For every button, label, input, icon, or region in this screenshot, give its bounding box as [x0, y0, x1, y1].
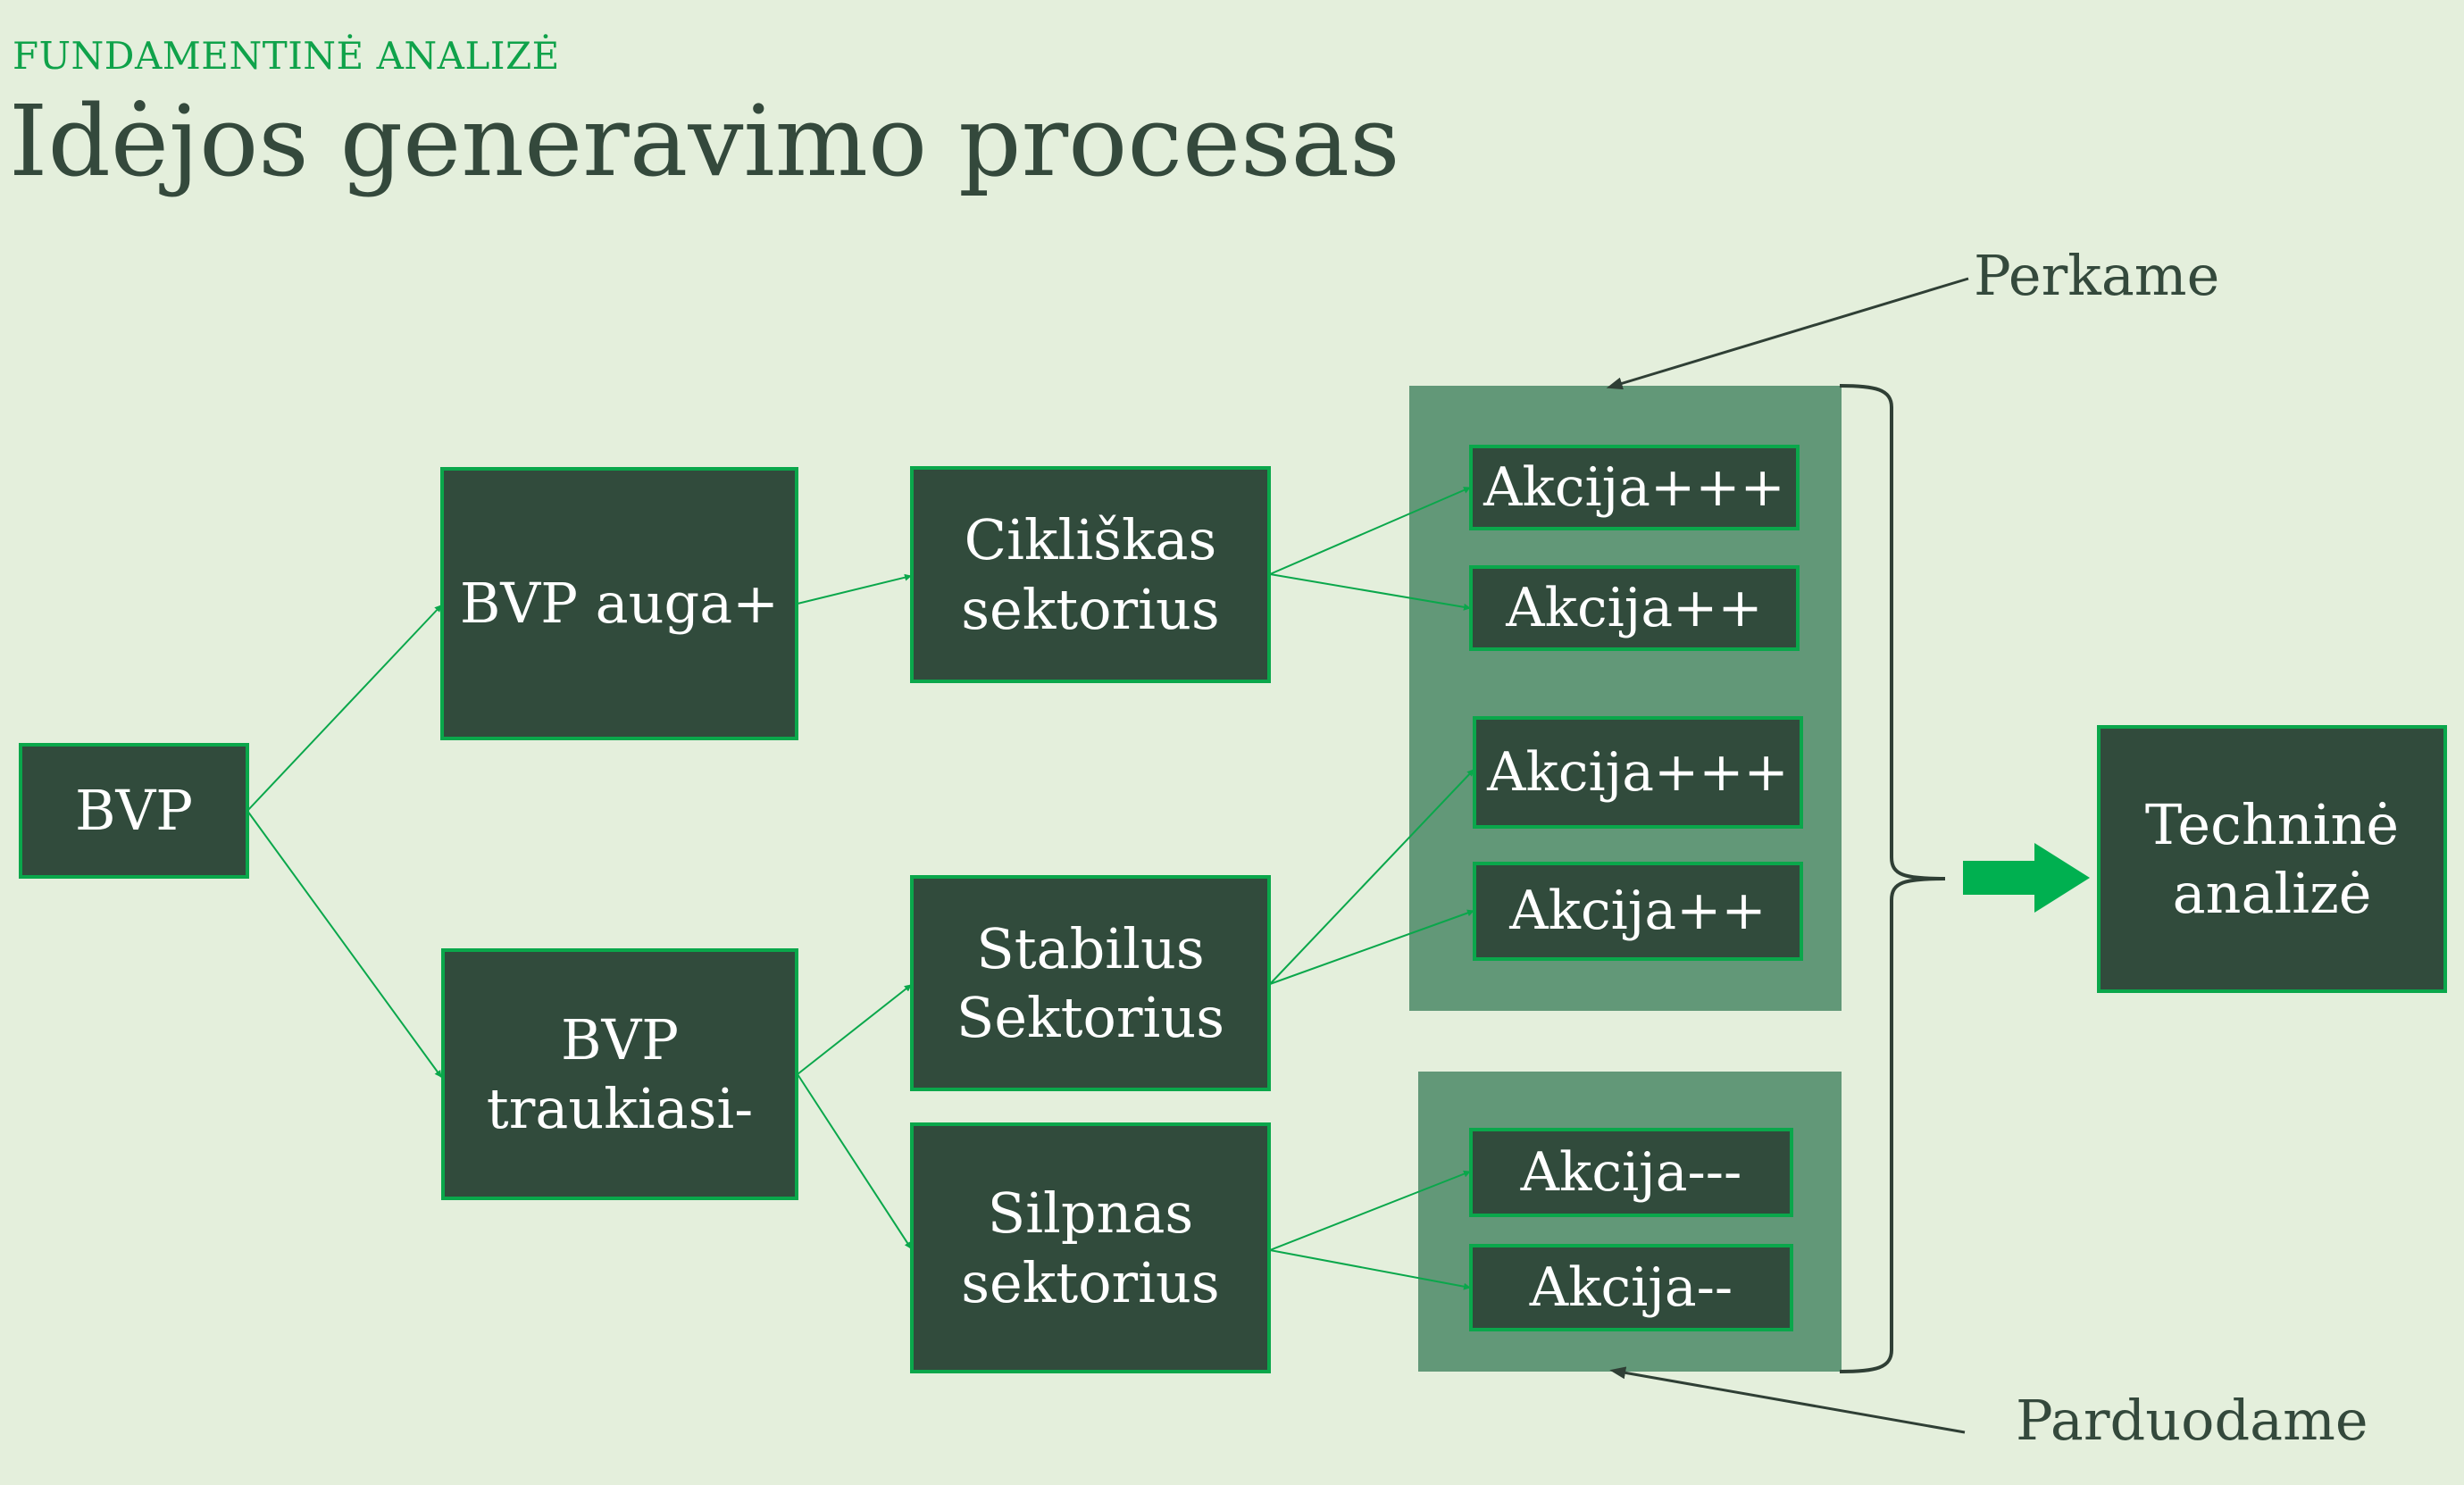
- stock-node: Akcija++: [1473, 862, 1803, 961]
- branch-node-growth: BVP auga+: [440, 467, 798, 740]
- buy-pointer-arrow: [1606, 277, 1969, 390]
- stocks-brace: [1839, 384, 1946, 1373]
- connector-cyclical-stock-1: [1269, 487, 1471, 575]
- connector-weak-stock-2: [1269, 1249, 1471, 1290]
- branch-node-decline: BVP traukiasi-: [441, 948, 798, 1200]
- result-node-technical-analysis: Techninė analizė: [2097, 725, 2447, 993]
- sector-node-stable: Stabilus Sektorius: [910, 875, 1271, 1091]
- buy-label: Perkame: [1974, 243, 2220, 308]
- connector-weak-stock-1: [1269, 1170, 1471, 1251]
- stock-node: Akcija+++: [1469, 445, 1800, 530]
- sell-pointer-arrow: [1609, 1366, 1966, 1434]
- stock-node: Akcija++: [1469, 565, 1800, 651]
- connector-growth-cyclical: [797, 573, 912, 605]
- root-node: BVP: [19, 743, 249, 879]
- connector-decline-stable: [797, 984, 912, 1075]
- connector-root-growth: [246, 605, 442, 812]
- section-kicker: FUNDAMENTINĖ ANALIZĖ: [13, 34, 560, 78]
- connector-decline-weak: [797, 1073, 912, 1249]
- connector-cyclical-stock-2: [1269, 573, 1471, 611]
- stock-node: Akcija---: [1469, 1128, 1793, 1217]
- sector-node-cyclical: Cikliškas sektorius: [910, 466, 1271, 683]
- connector-root-decline: [246, 810, 442, 1078]
- sell-label: Parduodame: [2016, 1388, 2368, 1453]
- connector-stable-stock-1: [1269, 769, 1474, 985]
- result-arrow-icon: [1963, 843, 2090, 913]
- sector-node-weak: Silpnas sektorius: [910, 1122, 1271, 1373]
- connector-stable-stock-2: [1269, 909, 1474, 985]
- slide-title: Idėjos generavimo procesas: [9, 84, 1400, 198]
- stock-node: Akcija--: [1469, 1244, 1793, 1331]
- stock-node: Akcija+++: [1473, 716, 1803, 829]
